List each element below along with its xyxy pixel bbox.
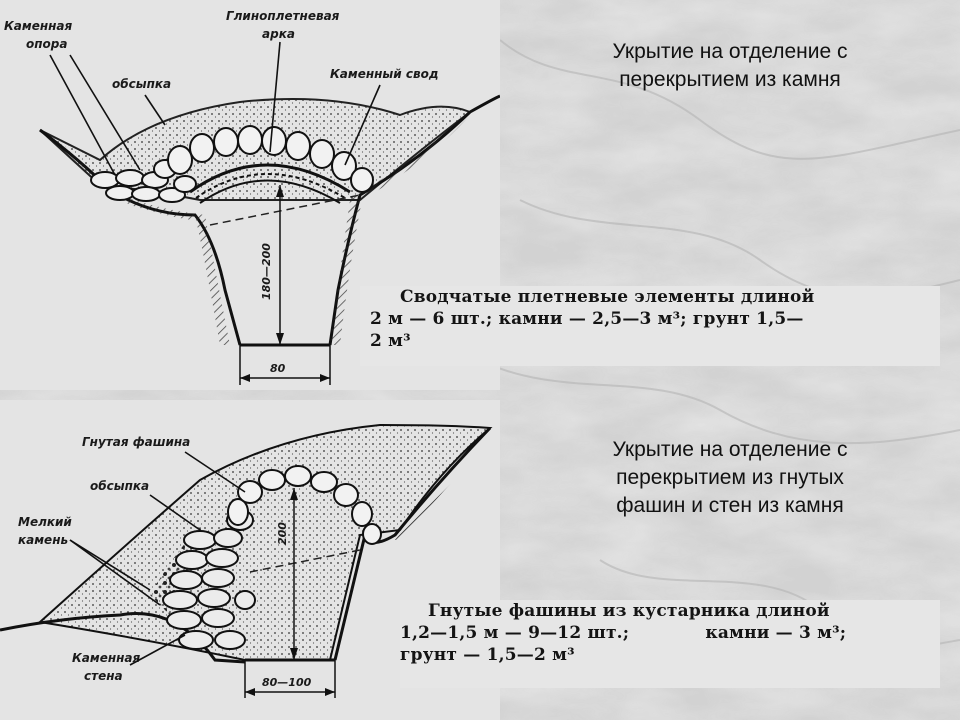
- bottom-spec-line-1: Гнутые фашины из кустарника длиной: [428, 601, 830, 621]
- bottom-spec-text: Гнутые фашины из кустарника длиной 1,2—1…: [400, 600, 940, 688]
- top-spec-line-1: Сводчатые плетневые элементы длиной: [400, 287, 815, 307]
- caption-bottom-line-2: перекрытием из гнутых: [616, 466, 844, 489]
- bottom-spec-line-2a: 1,2—1,5 м — 9—12 шт.;: [400, 623, 630, 643]
- bottom-spec-line-2: 1,2—1,5 м — 9—12 шт.; камни — 3 м³;: [400, 622, 940, 644]
- label-small-stone-1: Мелкий: [18, 515, 72, 529]
- label-backfill-bottom: обсыпка: [90, 479, 149, 493]
- earth-wall-bottom-right: [395, 440, 490, 540]
- top-spec-line-3: 2 м³: [370, 331, 411, 351]
- stone-wall: [162, 509, 256, 650]
- bent-fascine: [227, 465, 382, 545]
- caption-top: Укрытие на отделение с перекрытием из ка…: [520, 38, 940, 94]
- label-bent-fascine: Гнутая фашина: [82, 435, 190, 449]
- caption-top-line-2: перекрытием из камня: [619, 68, 841, 91]
- bottom-spec-line-3: грунт — 1,5—2 м³: [400, 645, 575, 665]
- dim-width-label: 80: [270, 362, 286, 375]
- label-backfill: обсыпка: [112, 77, 171, 91]
- top-shelter-diagram: 180—200 80 Каменная опора Глиноплетневая…: [4, 9, 500, 385]
- label-wattle-arch-1: Глиноплетневая: [226, 9, 340, 23]
- stone-vault: [167, 125, 374, 193]
- bottom-diagram-panel: 200 80—100 Гнутая фашина обсыпка Мелкий …: [0, 400, 500, 720]
- label-stone-support-2: опора: [26, 37, 67, 51]
- caption-bottom: Укрытие на отделение с перекрытием из гн…: [520, 436, 940, 520]
- caption-bottom-line-3: фашин и стен из камня: [616, 494, 844, 517]
- dim-height-label: 180—200: [260, 243, 273, 300]
- label-small-stone-2: камень: [18, 533, 68, 547]
- caption-bottom-line-1: Укрытие на отделение с: [612, 438, 848, 461]
- dim-width-label-bottom: 80—100: [262, 676, 312, 689]
- label-stone-support-1: Каменная: [4, 19, 73, 33]
- label-stone-vault: Каменный свод: [330, 67, 439, 81]
- top-spec-line-2: 2 м — 6 шт.; камни — 2,5—3 м³; грунт 1,5…: [370, 309, 804, 329]
- label-wattle-arch-2: арка: [262, 27, 295, 41]
- bottom-spec-line-2b: камни — 3 м³;: [705, 623, 847, 643]
- bottom-shelter-diagram: 200 80—100 Гнутая фашина обсыпка Мелкий …: [0, 423, 493, 698]
- label-stone-wall-2: стена: [84, 669, 123, 683]
- wattle-arch: [189, 163, 351, 194]
- stone-support-left: [90, 159, 197, 203]
- top-spec-text: Сводчатые плетневые элементы длиной 2 м …: [360, 286, 940, 366]
- label-stone-wall-1: Каменная: [72, 651, 141, 665]
- dim-height-label-bottom: 200: [276, 522, 289, 545]
- caption-top-line-1: Укрытие на отделение с: [612, 40, 848, 63]
